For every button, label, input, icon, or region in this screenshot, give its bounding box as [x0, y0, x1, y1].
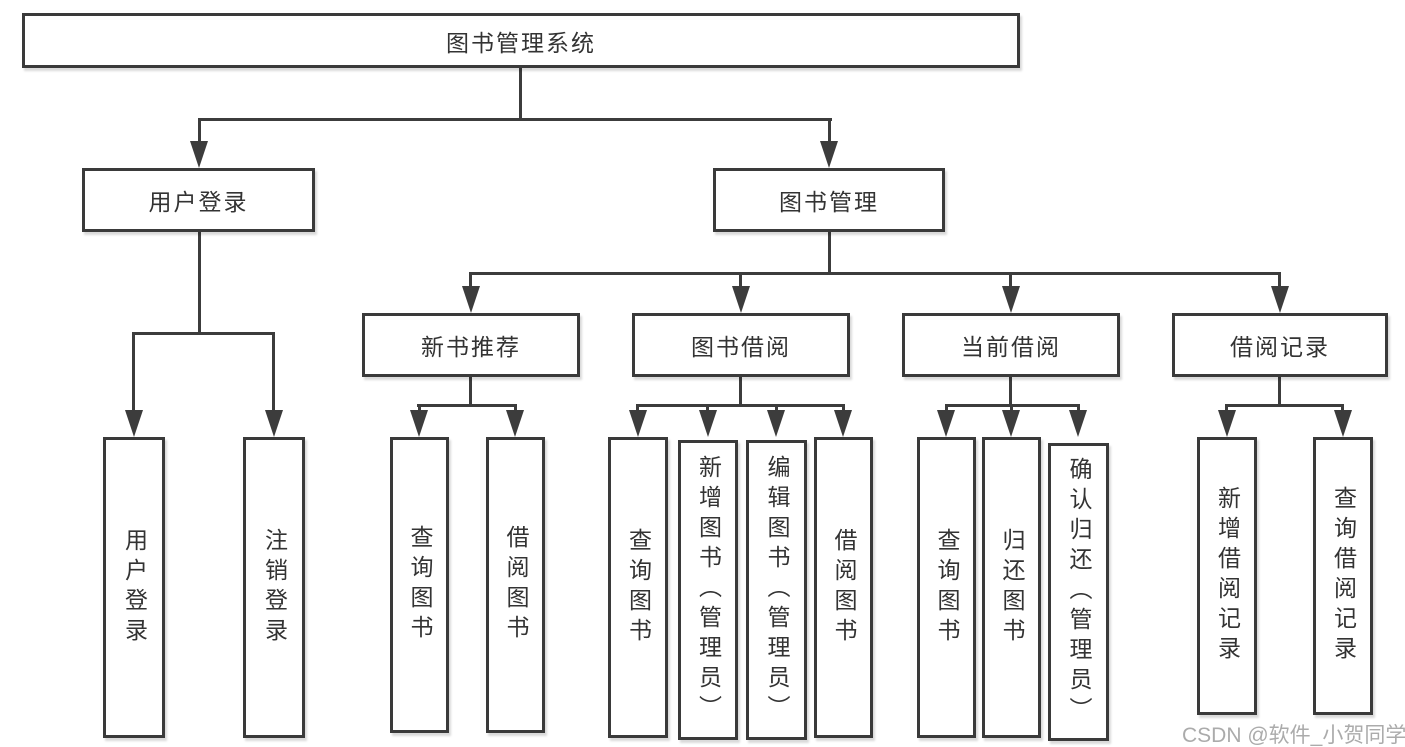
arrowhead-down-icon: [190, 141, 208, 168]
node-label: 借阅图书: [503, 525, 529, 645]
node-bb-add-books-admin: 新增图书（管理员）: [678, 440, 738, 740]
node-nb-query-books: 查询图书: [390, 437, 449, 733]
arrowhead-down-icon: [1002, 286, 1020, 313]
connector-book-borrowing-trunk: [739, 377, 742, 404]
node-label: 编辑图书（管理员）: [764, 455, 790, 725]
node-label: 查询借阅记录: [1330, 486, 1357, 666]
node-br-query-record: 查询借阅记录: [1313, 437, 1373, 715]
node-label: 查询图书: [407, 525, 433, 645]
connector-new-books-trunk: [469, 377, 472, 404]
connector-drop-login: [132, 335, 135, 412]
arrowhead-down-icon: [629, 410, 647, 437]
connector-new-books-hline: [417, 404, 517, 407]
arrowhead-down-icon: [1218, 410, 1236, 437]
arrowhead-down-icon: [937, 410, 955, 437]
connector-current-borrowing-hline: [945, 404, 1080, 407]
node-user-login: 用户登录: [82, 168, 315, 232]
node-new-book-recommend: 新书推荐: [362, 313, 580, 377]
arrowhead-down-icon: [820, 141, 838, 168]
node-br-add-record: 新增借阅记录: [1197, 437, 1257, 715]
node-book-borrowing: 图书借阅: [632, 313, 850, 377]
node-login: 用户登录: [103, 437, 165, 738]
node-cb-confirm-return-admin: 确认归还（管理员）: [1048, 443, 1109, 741]
node-label: 注销登录: [261, 527, 288, 648]
node-label: 借阅图书: [831, 527, 857, 648]
node-book-management: 图书管理: [713, 168, 945, 232]
node-bb-borrow-books: 借阅图书: [814, 437, 873, 738]
arrowhead-down-icon: [1334, 410, 1352, 437]
node-label: 新书推荐: [421, 334, 521, 360]
node-cb-return-books: 归还图书: [982, 437, 1041, 738]
connector-borrow-records-trunk: [1278, 377, 1281, 404]
arrowhead-down-icon: [410, 410, 428, 437]
node-label: 用户登录: [121, 527, 148, 648]
node-bb-edit-books-admin: 编辑图书（管理员）: [746, 440, 807, 740]
node-current-borrowing: 当前借阅: [902, 313, 1120, 377]
arrowhead-down-icon: [732, 286, 750, 313]
connector-root-trunk: [519, 68, 522, 121]
connector-drop-user-login: [198, 118, 201, 143]
node-bb-query-books: 查询图书: [608, 437, 668, 738]
connector-drop-borrow-records: [1278, 275, 1281, 288]
node-label: 图书借阅: [691, 334, 791, 360]
node-label: 图书管理系统: [446, 29, 596, 56]
connector-user-login-trunk: [198, 232, 201, 332]
node-borrow-records: 借阅记录: [1172, 313, 1388, 377]
node-label: 查询图书: [934, 527, 960, 648]
arrowhead-down-icon: [462, 286, 480, 313]
connector-book-borrowing-hline: [636, 404, 845, 407]
arrowhead-down-icon: [834, 410, 852, 437]
connector-drop-current-borrowing: [1009, 275, 1012, 288]
connector-drop-book-borrowing: [739, 275, 742, 288]
connector-drop-book-management: [828, 118, 831, 143]
node-label: 用户登录: [148, 189, 249, 215]
node-label: 确认归还（管理员）: [1066, 457, 1092, 727]
arrowhead-down-icon: [265, 410, 283, 437]
csdn-watermark: CSDN @软件_小贺同学: [1182, 724, 1405, 747]
node-root-system: 图书管理系统: [22, 13, 1020, 68]
node-label: 借阅记录: [1230, 334, 1330, 360]
connector-book-mgmt-trunk: [828, 232, 831, 272]
arrowhead-down-icon: [506, 410, 524, 437]
connector-level2-hline: [198, 118, 832, 121]
arrowhead-down-icon: [125, 410, 143, 437]
arrowhead-down-icon: [1271, 286, 1289, 313]
arrowhead-down-icon: [1069, 410, 1087, 437]
connector-drop-logout: [272, 335, 275, 412]
node-label: 新增图书（管理员）: [695, 455, 722, 725]
connector-level3-hline: [469, 272, 1281, 275]
node-label: 当前借阅: [961, 334, 1061, 360]
connector-borrow-records-hline: [1225, 404, 1344, 407]
node-label: 归还图书: [999, 527, 1025, 648]
arrowhead-down-icon: [699, 410, 717, 437]
node-logout: 注销登录: [243, 437, 305, 738]
arrowhead-down-icon: [1002, 410, 1020, 437]
connector-drop-new-books: [469, 275, 472, 288]
node-label: 图书管理: [779, 189, 879, 215]
node-label: 新增借阅记录: [1214, 486, 1241, 666]
connector-user-login-hline: [132, 332, 275, 335]
node-cb-query-books: 查询图书: [917, 437, 976, 738]
arrowhead-down-icon: [767, 410, 785, 437]
connector-current-borrowing-trunk: [1009, 377, 1012, 404]
node-label: 查询图书: [625, 527, 652, 648]
node-nb-borrow-books: 借阅图书: [486, 437, 545, 733]
